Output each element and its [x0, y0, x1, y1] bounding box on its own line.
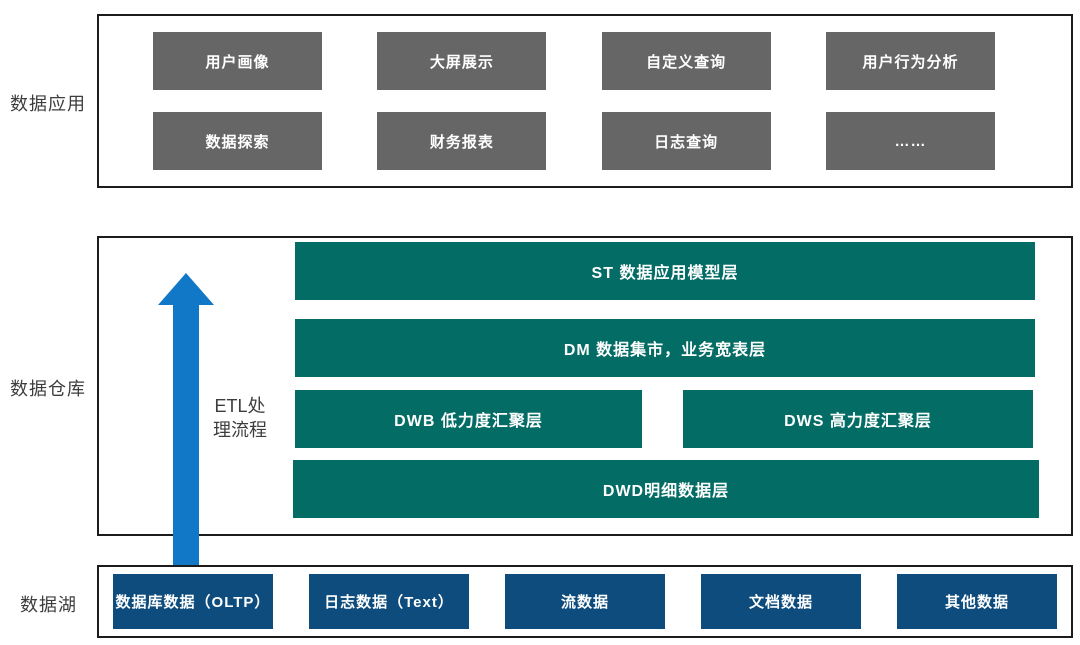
- data-lake-container: 数据库数据（OLTP） 日志数据（Text） 流数据 文档数据 其他数据: [97, 565, 1073, 638]
- etl-arrow-shaft: [173, 303, 199, 565]
- lake-box-document-data: 文档数据: [701, 574, 861, 629]
- lake-box-log-data-text: 日志数据（Text）: [309, 574, 469, 629]
- data-warehouse-container: ST 数据应用模型层 DM 数据集市，业务宽表层 DWB 低力度汇聚层 DWS …: [97, 236, 1073, 536]
- lake-box-database-oltp: 数据库数据（OLTP）: [113, 574, 273, 629]
- app-box-big-screen-display: 大屏展示: [377, 32, 547, 90]
- app-box-data-exploration: 数据探索: [153, 112, 322, 170]
- warehouse-box-dwb-low-granularity-layer: DWB 低力度汇聚层: [295, 390, 642, 448]
- lake-box-stream-data: 流数据: [505, 574, 665, 629]
- app-box-financial-report: 财务报表: [377, 112, 547, 170]
- layer-label-data-lake: 数据湖: [20, 595, 77, 615]
- app-box-more-ellipsis: ……: [825, 112, 995, 170]
- lake-row: 数据库数据（OLTP） 日志数据（Text） 流数据 文档数据 其他数据: [99, 567, 1071, 636]
- layer-label-data-application: 数据应用: [10, 94, 86, 114]
- app-row-2: 数据探索 财务报表 日志查询 ……: [153, 112, 995, 170]
- warehouse-box-st-model-layer: ST 数据应用模型层: [295, 242, 1035, 300]
- app-box-log-query: 日志查询: [601, 112, 771, 170]
- etl-arrow-up-icon: [158, 273, 214, 305]
- data-application-container: 用户画像 大屏展示 自定义查询 用户行为分析 数据探索 财务报表 日志查询 ……: [97, 14, 1073, 188]
- app-row-1: 用户画像 大屏展示 自定义查询 用户行为分析: [153, 32, 995, 90]
- app-box-custom-query: 自定义查询: [601, 32, 771, 90]
- etl-process-label: ETL处 理流程: [213, 396, 267, 440]
- warehouse-box-dwd-detail-data-layer: DWD明细数据层: [293, 460, 1039, 518]
- app-box-user-profile: 用户画像: [153, 32, 322, 90]
- app-rows: 用户画像 大屏展示 自定义查询 用户行为分析 数据探索 财务报表 日志查询 ……: [99, 16, 1071, 186]
- warehouse-box-dws-high-granularity-layer: DWS 高力度汇聚层: [683, 390, 1033, 448]
- lake-box-other-data: 其他数据: [897, 574, 1057, 629]
- warehouse-box-dm-data-mart-layer: DM 数据集市，业务宽表层: [295, 319, 1035, 377]
- app-box-user-behavior-analysis: 用户行为分析: [825, 32, 995, 90]
- layer-label-data-warehouse: 数据仓库: [10, 379, 86, 399]
